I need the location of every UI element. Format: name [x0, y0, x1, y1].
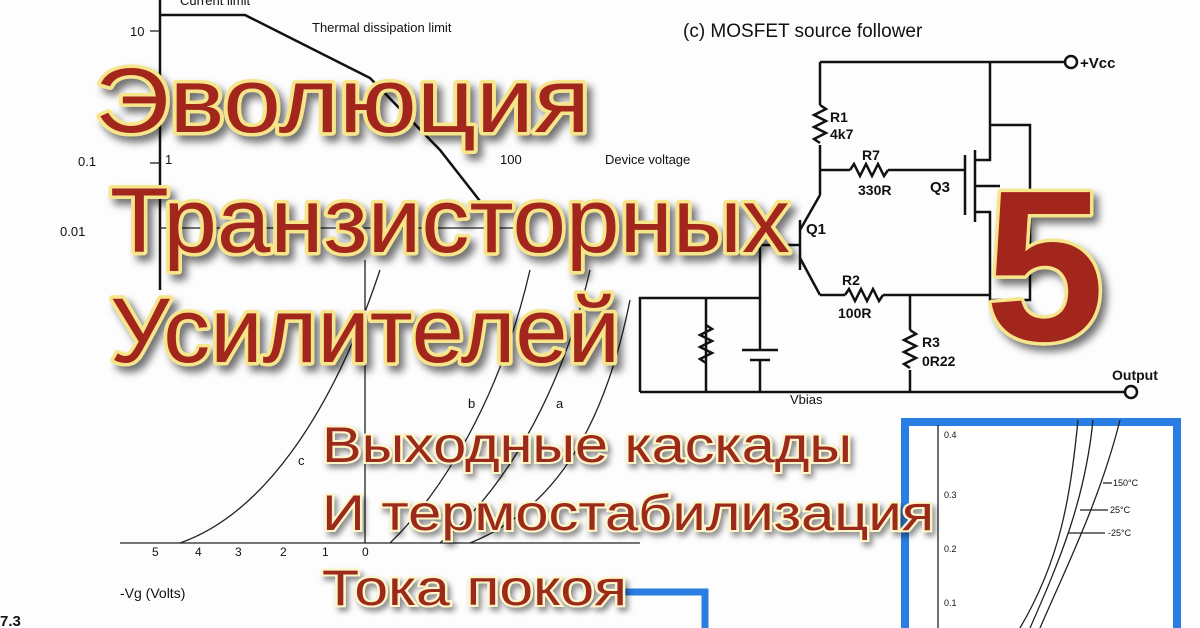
title-line-1: Эволюция — [95, 50, 590, 152]
curve-label-a: a — [556, 396, 564, 411]
x-tick: 5 — [152, 545, 159, 559]
device-voltage-label: Device voltage — [605, 152, 690, 167]
y-tick: 0.3 — [944, 490, 957, 500]
r2-label: R2 — [842, 272, 860, 288]
q1-label: Q1 — [806, 221, 826, 238]
y-tick: 0.2 — [944, 544, 957, 554]
r1-value: 4k7 — [830, 126, 854, 142]
blue-frame — [620, 588, 709, 628]
subtitle-line-1: Выходные каскады — [322, 417, 852, 473]
vbias-label: Vbias — [790, 392, 823, 407]
curve-label-c: c — [298, 453, 305, 468]
current-limit-label: Current limit — [180, 0, 250, 8]
r7-value: 330R — [858, 182, 891, 198]
x-tick: 1 — [165, 152, 172, 167]
y-tick: 0.1 — [78, 154, 96, 169]
title-line-3: Усилителей — [110, 280, 620, 382]
circuit-caption: (c) MOSFET source follower — [683, 21, 923, 42]
thermal-limit-label: Thermal dissipation limit — [312, 20, 452, 35]
curve-label-150c: 150°C — [1113, 478, 1139, 488]
r7-label: R7 — [862, 147, 880, 163]
r3-value: 0R22 — [922, 353, 956, 369]
curve-label-b: b — [468, 396, 475, 411]
mosfet-circuit: (c) MOSFET source follower +Vcc R1 4k7 R… — [638, 21, 1158, 407]
vg-axis-label: -Vg (Volts) — [120, 585, 185, 601]
vcc-label: +Vcc — [1080, 55, 1115, 72]
curve-label-minus25c: -25°C — [1108, 528, 1132, 538]
subtitle-line-3: Тока покоя — [322, 560, 627, 616]
x-tick: 1 — [322, 545, 329, 559]
subtitle-line-2: И термостабилизация — [322, 485, 934, 541]
title-line-2: Транзисторных — [110, 170, 790, 272]
output-label: Output — [1112, 367, 1158, 383]
x-tick: 0 — [362, 545, 369, 559]
x-tick: 4 — [195, 545, 202, 559]
r2-value: 100R — [838, 305, 871, 321]
x-tick: 2 — [280, 545, 287, 559]
figure-label: 7.3 — [0, 613, 21, 628]
x-tick: 100 — [500, 152, 522, 167]
r1-label: R1 — [830, 109, 848, 125]
y-tick: 0.01 — [60, 224, 85, 239]
y-tick: 10 — [130, 24, 144, 39]
y-tick: 0.1 — [944, 598, 957, 608]
x-tick: 3 — [235, 545, 242, 559]
r3-label: R3 — [922, 334, 940, 350]
q3-label: Q3 — [930, 179, 950, 196]
temperature-graph: 0.4 0.3 0.2 0.1 150°C 25°C -25°C — [901, 418, 1181, 628]
curve-label-25c: 25°C — [1110, 505, 1131, 515]
y-tick: 0.4 — [944, 430, 957, 440]
vg-graph: c b a 5 4 3 2 1 0 -Vg (Volts) 7.3 — [0, 260, 640, 628]
episode-number: 5 — [985, 145, 1105, 386]
soa-graph: Current limit Thermal dissipation limit … — [60, 0, 690, 290]
